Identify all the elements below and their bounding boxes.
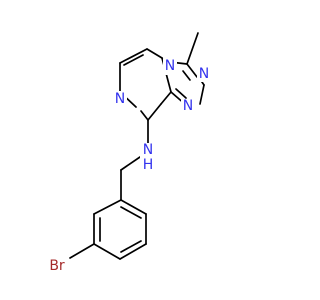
label-background	[163, 59, 177, 75]
label-background	[181, 99, 195, 115]
atom-n-triazole-lower: N	[183, 98, 193, 114]
bond	[119, 243, 147, 260]
bond	[120, 240, 142, 253]
label-background	[44, 259, 68, 275]
bond	[120, 156, 141, 171]
bond	[182, 70, 191, 81]
label-background	[197, 66, 211, 82]
bond	[186, 63, 198, 78]
atom-n-pyrazine: N	[115, 91, 125, 107]
bond	[147, 103, 162, 121]
bond	[175, 88, 187, 99]
atom-bromine: Br	[49, 258, 65, 274]
bond	[69, 243, 95, 259]
bond	[140, 110, 149, 121]
label-background	[140, 143, 156, 171]
atom-n-amine: N	[143, 142, 153, 158]
bond	[93, 199, 122, 215]
bond-layer	[69, 32, 205, 260]
bond	[186, 32, 199, 65]
atom-n-bridgehead: N	[165, 58, 175, 74]
bond	[199, 84, 205, 105]
bond	[123, 54, 144, 66]
bond	[160, 91, 172, 105]
label-background	[113, 91, 127, 107]
bond	[93, 243, 121, 260]
atom-labels: N N N N N H Br	[44, 58, 211, 275]
atom-h-amine: H	[143, 157, 154, 173]
bond	[146, 48, 163, 59]
atom-n-triazole-upper: N	[199, 66, 209, 82]
molecule-structure: N N N N N H Br	[44, 32, 211, 275]
bond	[120, 199, 147, 215]
bond	[120, 206, 142, 219]
bond	[119, 48, 148, 64]
